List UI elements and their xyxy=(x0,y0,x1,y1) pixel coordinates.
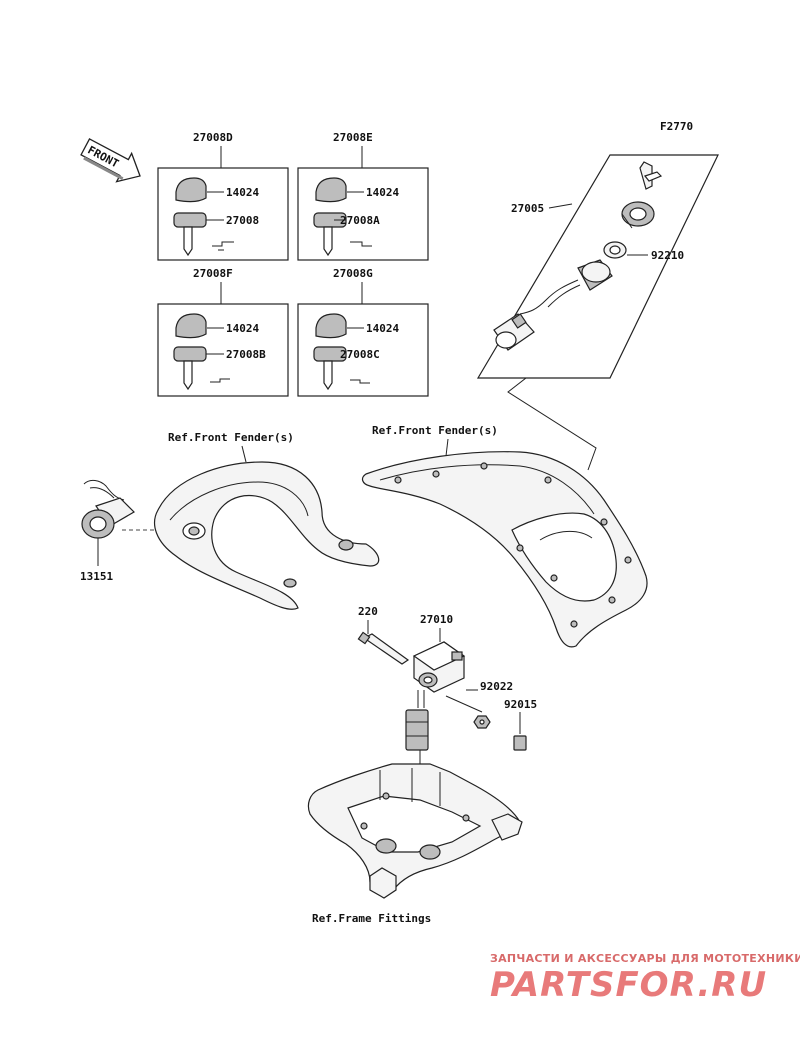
key-set-27008e: 27008E 14024 27008A xyxy=(297,131,429,261)
ref-front-fender-left: Ref.Front Fender(s) xyxy=(168,431,294,444)
key-icon xyxy=(173,346,207,391)
watermark-brand: PARTSFOR.RU xyxy=(490,965,767,1005)
front-arrow-icon: FRONT xyxy=(80,138,141,183)
key-cover-icon xyxy=(175,177,207,203)
nut-part-label: 92210 xyxy=(651,249,684,262)
bolt-part-label: 220 xyxy=(358,605,378,618)
cover-part-label: 14024 xyxy=(226,322,259,335)
key-cover-icon xyxy=(315,177,347,203)
front-fender-left xyxy=(154,461,380,610)
watermark-tagline: ЗАПЧАСТИ И АКСЕССУАРЫ ДЛЯ МОТОТЕХНИКИ xyxy=(490,952,800,965)
cover-part-label: 14024 xyxy=(226,186,259,199)
clip-92015: 92015 xyxy=(504,698,537,751)
socket-13151: 13151 xyxy=(80,479,184,583)
ref-front-fender-right: Ref.Front Fender(s) xyxy=(372,424,498,437)
frame-fittings-bracket xyxy=(307,763,523,899)
ignition-switch-label: 27005 xyxy=(511,202,544,215)
unit-27010: 27010 xyxy=(405,613,466,770)
unit-part-label: 27010 xyxy=(420,613,453,626)
key-set-label: 27008F xyxy=(193,267,233,280)
key-set-27008f: 27008F 14024 27008B xyxy=(157,267,289,397)
washer-92022: 92022 xyxy=(445,680,513,729)
key-set-27008g: 27008G 14024 27008C xyxy=(297,267,429,397)
key-part-label: 27008A xyxy=(340,214,380,227)
ref-frame-fittings: Ref.Frame Fittings xyxy=(312,912,431,925)
key-set-label: 27008E xyxy=(333,131,373,144)
figure-code: F2770 xyxy=(660,120,693,133)
ignition-switch-assembly: 27005 92210 xyxy=(476,154,719,379)
socket-part-label: 13151 xyxy=(80,570,113,583)
key-part-label: 27008C xyxy=(340,348,380,361)
key-part-label: 27008B xyxy=(226,348,266,361)
washer-part-label: 92022 xyxy=(480,680,513,693)
key-cover-icon xyxy=(175,313,207,339)
front-fender-right xyxy=(361,451,648,648)
key-icon xyxy=(313,212,347,257)
key-set-label: 27008D xyxy=(193,131,233,144)
key-set-label: 27008G xyxy=(333,267,373,280)
cover-part-label: 14024 xyxy=(366,322,399,335)
bolt-220: 220 xyxy=(357,605,410,665)
cover-part-label: 14024 xyxy=(366,186,399,199)
clip-part-label: 92015 xyxy=(504,698,537,711)
key-icon xyxy=(173,212,207,257)
key-part-label: 27008 xyxy=(226,214,259,227)
key-set-27008d: 27008D 14024 27008 xyxy=(157,131,289,261)
key-cover-icon xyxy=(315,313,347,339)
watermark: ЗАПЧАСТИ И АКСЕССУАРЫ ДЛЯ МОТОТЕХНИКИ PA… xyxy=(490,952,800,1005)
key-icon xyxy=(313,346,347,391)
